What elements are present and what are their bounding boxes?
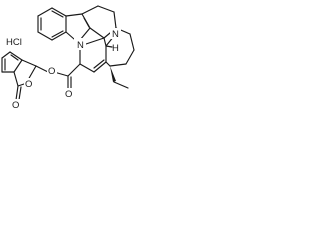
bond xyxy=(65,13,83,17)
atom-n-amine: N xyxy=(112,29,119,40)
bond xyxy=(27,65,37,81)
stereo-bond xyxy=(105,45,113,48)
label-background xyxy=(24,78,34,89)
label-background xyxy=(110,28,121,39)
pyrrole-ring xyxy=(65,13,91,41)
atom-n-indole: N xyxy=(77,40,84,51)
bond xyxy=(15,85,19,101)
bond xyxy=(109,63,127,67)
bond xyxy=(129,33,135,51)
bond xyxy=(113,81,129,89)
label-background xyxy=(64,88,75,99)
bond xyxy=(79,63,95,73)
atom-o-ester-carbonyl: O xyxy=(65,89,72,100)
bond xyxy=(85,37,105,45)
bond xyxy=(125,49,135,65)
bond xyxy=(93,61,107,73)
bond xyxy=(51,7,67,17)
bond xyxy=(81,5,99,15)
bond xyxy=(9,51,23,61)
double-bond xyxy=(51,30,64,38)
atom-h-stereo: H xyxy=(112,43,119,54)
chemical-structure: N N H O O O O HCl xyxy=(1,5,135,111)
label-background xyxy=(47,65,57,76)
bond xyxy=(35,65,49,73)
structure-canvas: N N H O O O O HCl xyxy=(0,0,179,135)
bond xyxy=(13,71,19,87)
bond xyxy=(113,11,117,29)
label-background xyxy=(11,99,22,110)
bond xyxy=(1,51,11,59)
ester-group xyxy=(35,63,81,91)
bond xyxy=(65,31,75,40)
bond xyxy=(13,59,23,73)
bond xyxy=(105,61,111,67)
bond xyxy=(97,5,115,13)
double-bond xyxy=(93,59,105,69)
atom-o-ester-bridge: O xyxy=(48,66,55,77)
bond xyxy=(17,83,25,87)
bond xyxy=(51,31,67,41)
wedge-bond xyxy=(110,66,116,82)
double-bond xyxy=(51,10,64,18)
atom-o-lactone-carbonyl: O xyxy=(12,100,19,111)
bond xyxy=(37,31,53,41)
label-background xyxy=(74,38,86,50)
bond xyxy=(67,63,81,77)
bond xyxy=(21,59,37,67)
phthalide-ring xyxy=(1,51,37,101)
bond xyxy=(37,7,53,17)
atom-o-lactone-ring: O xyxy=(25,79,32,90)
double-bond xyxy=(18,86,22,101)
bond xyxy=(103,37,107,47)
d-e-rings xyxy=(79,27,135,89)
double-bond xyxy=(83,17,90,28)
double-bond xyxy=(10,54,19,61)
atom-labels: N N H O O O O xyxy=(11,28,121,111)
indole-benzene-ring xyxy=(37,7,67,41)
bond xyxy=(89,27,105,39)
salt-label: HCl xyxy=(6,37,22,48)
